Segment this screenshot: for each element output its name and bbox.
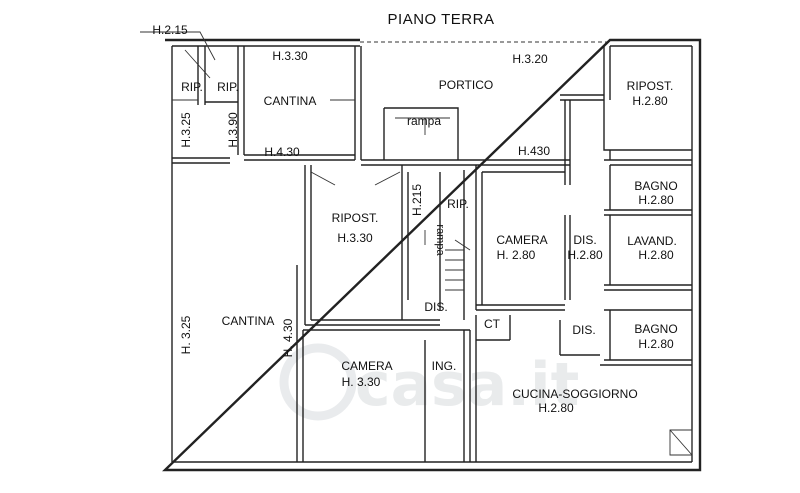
cantina-top bbox=[244, 46, 362, 161]
label-cucina-h: H.2.80 bbox=[538, 401, 574, 415]
label-ripost-top-right: RIPOST. bbox=[627, 79, 674, 93]
label-lavand-h: H.2.80 bbox=[638, 248, 674, 262]
plan-title: PIANO TERRA bbox=[388, 11, 495, 28]
label-rip-stair: RIP. bbox=[447, 197, 469, 211]
height-h215-top: H.2.15 bbox=[152, 23, 188, 37]
height-h330-cantina: H.3.30 bbox=[272, 49, 308, 63]
label-ripost-top-right-h: H.2.80 bbox=[632, 94, 668, 108]
label-camera-bottom-h: H. 3.30 bbox=[342, 375, 381, 389]
rip-rooms bbox=[140, 31, 245, 164]
label-dis-lower: DIS. bbox=[572, 323, 595, 337]
label-lavand: LAVAND. bbox=[627, 234, 677, 248]
label-rampa-top: rampa bbox=[407, 114, 441, 128]
height-h390: H.3.90 bbox=[226, 112, 240, 148]
label-rampa-vertical: rampa bbox=[434, 224, 446, 256]
label-ct: CT bbox=[484, 317, 501, 331]
label-ripost-center-h: H.3.30 bbox=[337, 231, 373, 245]
portico-area bbox=[361, 46, 611, 166]
height-h430-cantina: H.4.30 bbox=[264, 145, 300, 159]
label-dis-small: DIS. bbox=[424, 300, 447, 314]
label-portico: PORTICO bbox=[439, 78, 493, 92]
label-dis-center: DIS. bbox=[573, 233, 596, 247]
label-bagno-bottom: BAGNO bbox=[634, 322, 677, 336]
label-bagno-top-h: H.2.80 bbox=[638, 193, 674, 207]
label-camera-center-h: H. 2.80 bbox=[497, 248, 536, 262]
height-h430-big: H. 4.30 bbox=[281, 318, 295, 357]
height-h430-portico: H.430 bbox=[518, 144, 550, 158]
center-rooms bbox=[304, 165, 565, 326]
label-cantina-top: CANTINA bbox=[264, 94, 317, 108]
watermark: casa.it bbox=[279, 343, 579, 421]
outer-walls bbox=[162, 38, 702, 472]
label-rip-left: RIP. bbox=[181, 80, 203, 94]
label-camera-bottom: CAMERA bbox=[341, 359, 392, 373]
height-h215-stair: H.215 bbox=[410, 184, 424, 216]
label-camera-center: CAMERA bbox=[496, 233, 547, 247]
height-h325-big: H. 3.25 bbox=[179, 315, 193, 354]
label-cucina: CUCINA-SOGGIORNO bbox=[512, 387, 637, 401]
label-bagno-bottom-h: H.2.80 bbox=[638, 337, 674, 351]
height-h325-left: H.3.25 bbox=[179, 112, 193, 148]
height-h320-portico: H.3.20 bbox=[512, 52, 548, 66]
lower-rooms bbox=[296, 265, 693, 462]
label-bagno-top: BAGNO bbox=[634, 179, 677, 193]
watermark-text: casa.it bbox=[355, 350, 579, 420]
right-rooms bbox=[564, 100, 692, 366]
label-dis-center-h: H.2.80 bbox=[567, 248, 603, 262]
label-ripost-center: RIPOST. bbox=[332, 211, 379, 225]
label-ing: ING. bbox=[432, 359, 457, 373]
label-cantina-big: CANTINA bbox=[222, 314, 275, 328]
label-rip-right: RIP. bbox=[217, 80, 239, 94]
